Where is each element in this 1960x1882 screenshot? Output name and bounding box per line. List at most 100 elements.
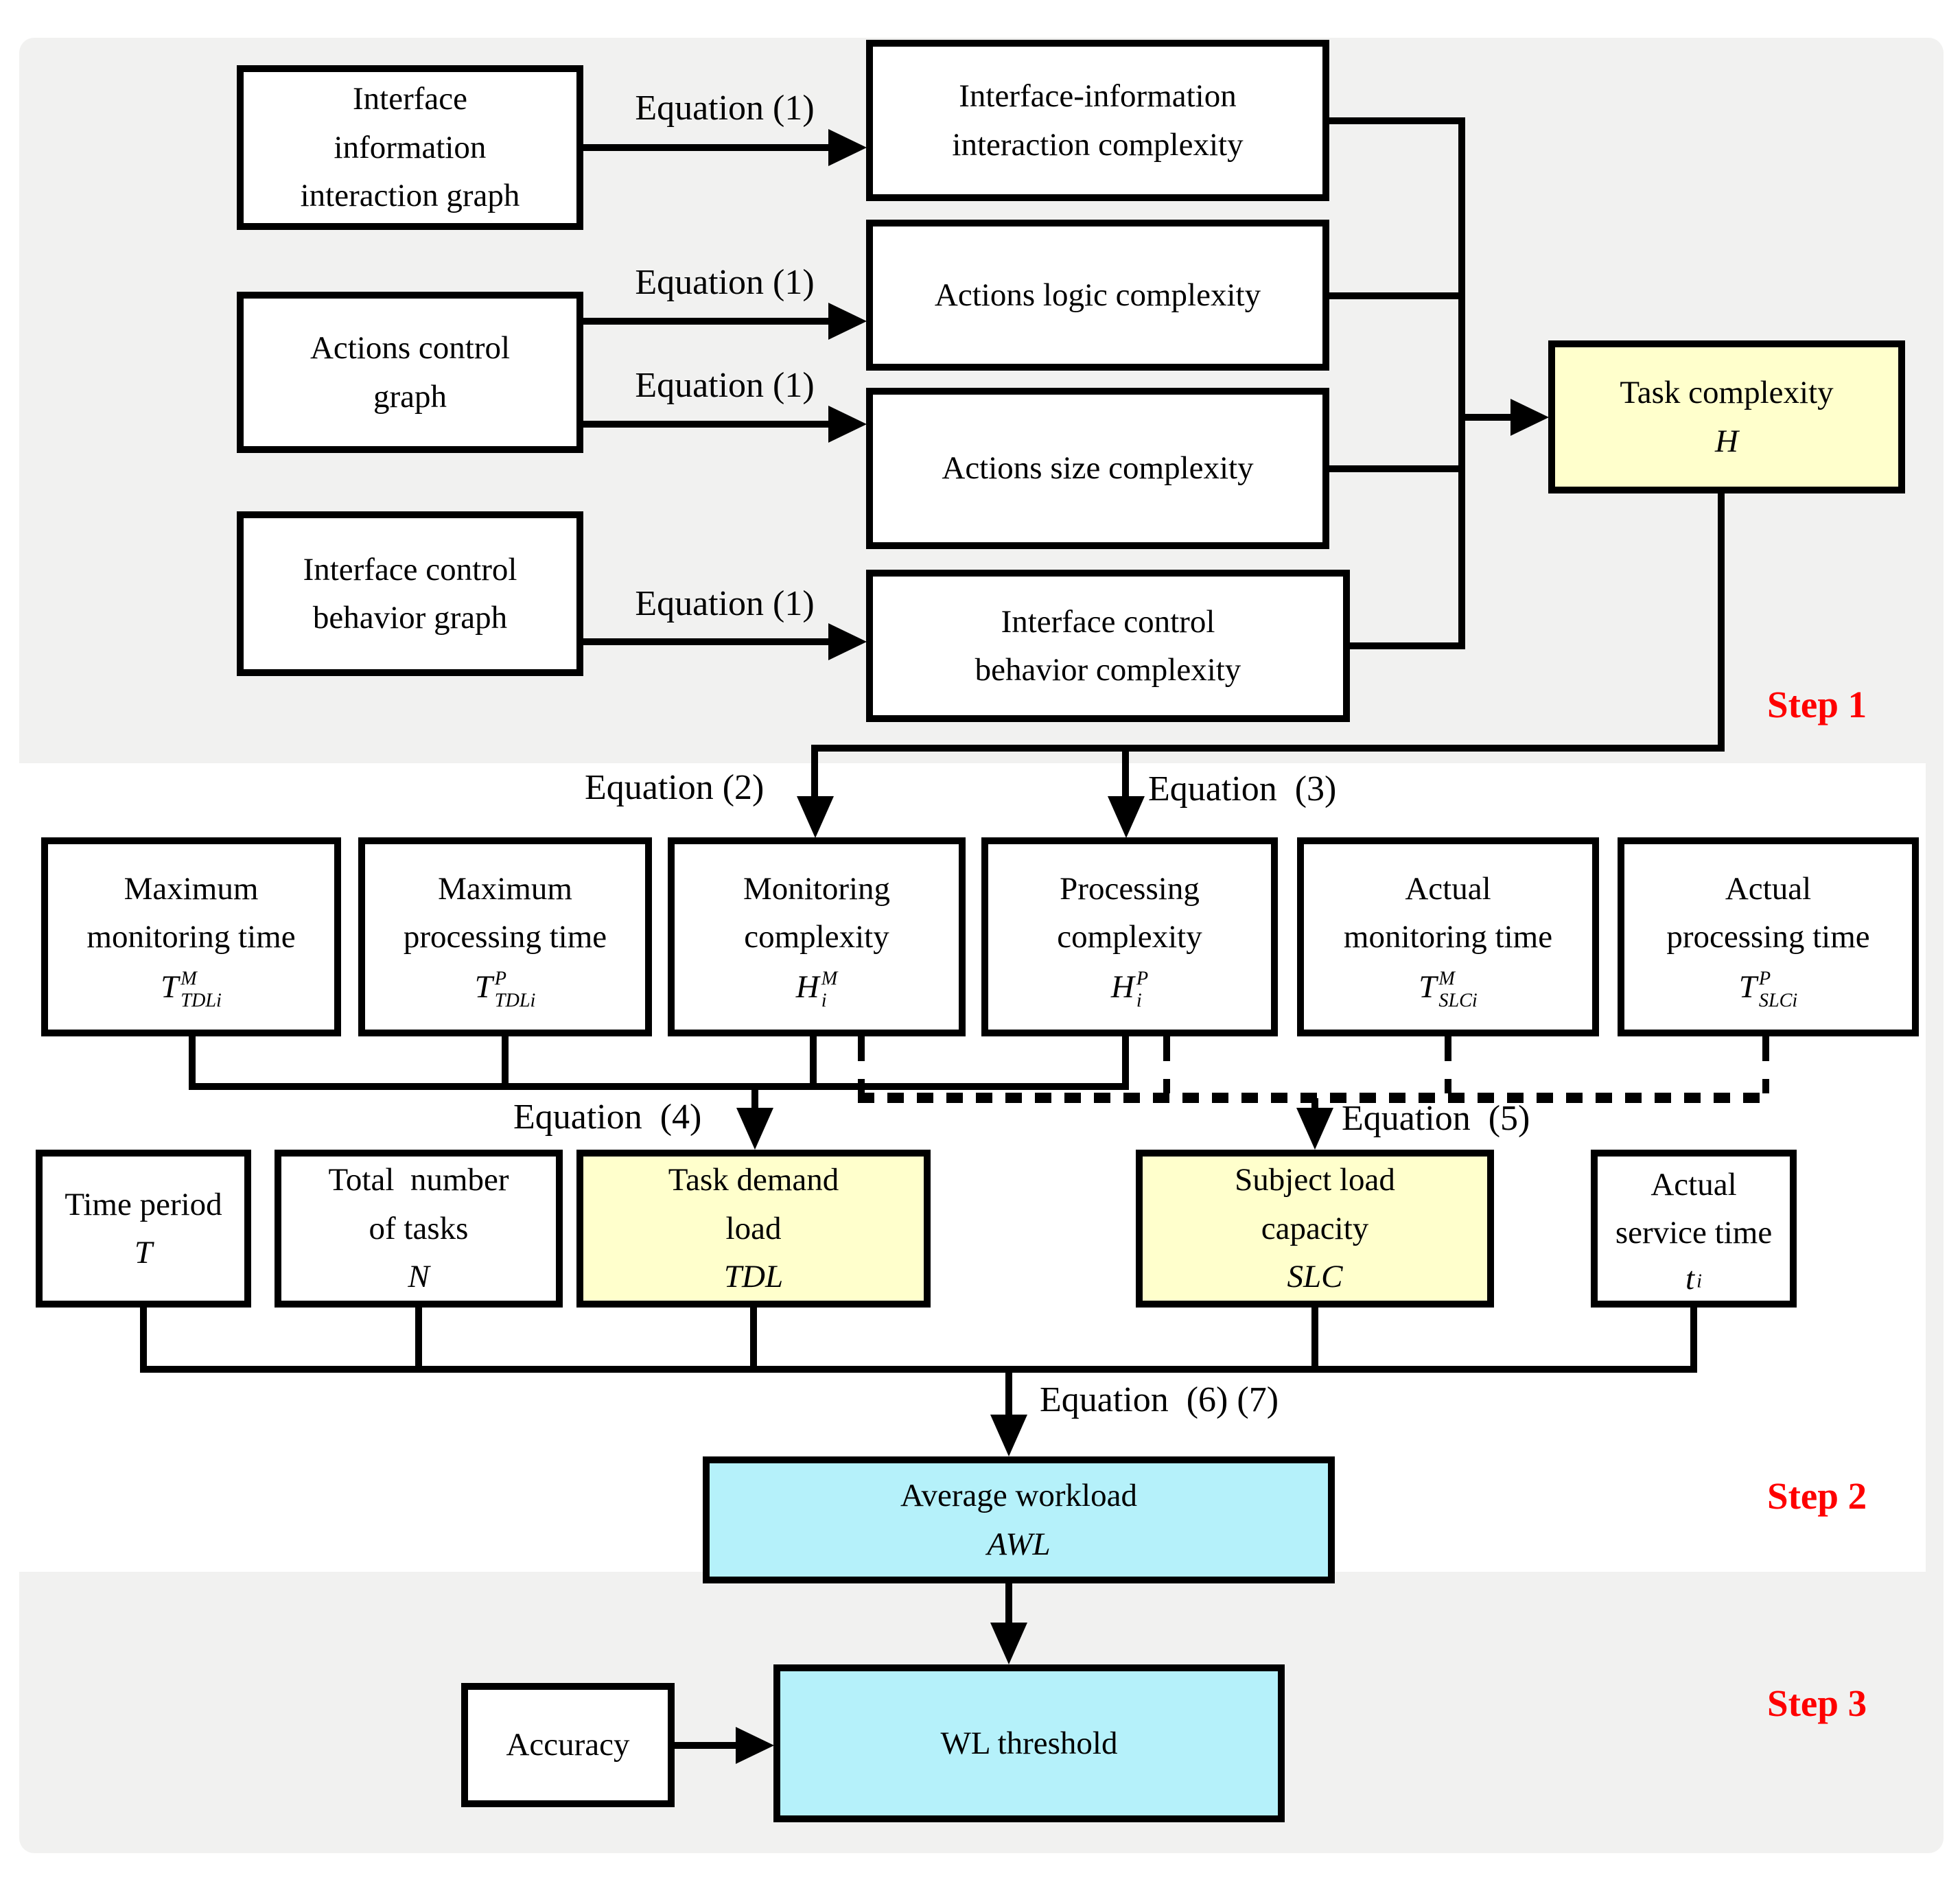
connector-d1-drop	[140, 1308, 147, 1373]
math-sup: P	[1758, 968, 1771, 990]
equation-6-7-label: Equation (6) (7)	[1040, 1380, 1279, 1419]
arrowhead-eq3	[1108, 796, 1145, 838]
wl-threshold-box: WL threshold	[773, 1664, 1285, 1822]
box-symbol: SLC	[1287, 1259, 1343, 1295]
accuracy-box: Accuracy	[461, 1683, 675, 1807]
actions-logic-complexity-box: Actions logic complexity	[866, 220, 1329, 371]
average-workload-box: Average workload AWL	[703, 1456, 1335, 1583]
task-complexity-box: Task complexity H	[1548, 340, 1905, 493]
connector-accuracy	[675, 1742, 740, 1749]
box-label: Processing complexity	[1057, 870, 1202, 955]
box-label: WL threshold	[940, 1725, 1118, 1761]
interface-control-behavior-complexity-box: Interface control behavior complexity	[866, 570, 1350, 722]
connector-eq1-a	[583, 144, 834, 151]
math-sub: SLCi	[1438, 989, 1478, 1011]
connector-c3-drop	[810, 1036, 817, 1090]
connector-eq3-shaft	[1122, 745, 1129, 806]
box-symbol: T	[134, 1235, 153, 1270]
math-sub: i	[1696, 1270, 1702, 1292]
arrowhead-eq1-c	[828, 406, 867, 443]
box-label: Subject load capacity	[1235, 1162, 1395, 1246]
box-label: Average workload	[900, 1478, 1137, 1513]
connector-bus-stub-3	[1329, 465, 1462, 472]
arrowhead-eq2	[797, 796, 834, 838]
math-sup: P	[494, 968, 507, 990]
math-base: H	[1110, 968, 1134, 1005]
box-label: Actions size complexity	[942, 450, 1254, 487]
connector-ti-drop	[1690, 1308, 1697, 1373]
connector-task-drop	[1718, 493, 1725, 752]
math-sup: M	[180, 968, 197, 990]
box-label: Actions control graph	[310, 330, 511, 415]
connector-d2-drop	[415, 1308, 422, 1373]
math-sub: SLCi	[1758, 989, 1798, 1011]
connector-c1-drop	[189, 1036, 196, 1090]
equation-1-label: Equation (1)	[635, 366, 815, 405]
connector-awl-to-threshold	[1005, 1583, 1012, 1628]
equation-1-label: Equation (1)	[635, 584, 815, 623]
equation-1-label: Equation (1)	[635, 263, 815, 302]
box-label: Interface information interaction graph	[300, 81, 520, 214]
total-number-of-tasks-box: Total number of tasks N	[275, 1150, 563, 1308]
connector-bus-stub-1	[1329, 117, 1462, 124]
step2-label: Step 2	[1767, 1475, 1867, 1517]
connector-bus-stub-2	[1329, 292, 1462, 299]
equation-3-label: Equation (3)	[1148, 769, 1337, 809]
arrowhead-eq5	[1296, 1108, 1333, 1150]
step1-label: Step 1	[1767, 684, 1867, 725]
box-symbol: N	[408, 1259, 430, 1295]
connector-tdl-collector	[189, 1083, 1129, 1090]
connector-bus-vertical	[1458, 117, 1465, 649]
connector-c4-drop	[1122, 1036, 1129, 1090]
connector-bus-stub-4	[1350, 642, 1462, 649]
task-demand-load-box: Task demand load TDL	[576, 1150, 931, 1308]
interface-control-behavior-graph-box: Interface control behavior graph	[237, 511, 583, 676]
interface-information-interaction-graph-box: Interface information interaction graph	[237, 65, 583, 230]
box-symbol: TDL	[723, 1259, 784, 1295]
connector-awl-collector	[140, 1366, 1697, 1373]
box-symbol: AWL	[987, 1526, 1051, 1562]
box-label: Interface control behavior graph	[303, 551, 517, 636]
arrowhead-accuracy	[736, 1727, 774, 1764]
box-label: Task demand load	[668, 1162, 839, 1246]
math-base: H	[795, 968, 819, 1005]
connector-eq1-d	[583, 638, 834, 645]
arrowhead-eq1-b	[828, 303, 867, 340]
box-label: Actions logic complexity	[934, 277, 1261, 313]
connector-c5-dashed-drop	[1445, 1036, 1451, 1093]
equation-1-label: Equation (1)	[635, 89, 815, 128]
arrowhead-task-complexity	[1510, 399, 1549, 436]
box-symbol: H	[1715, 423, 1738, 459]
box-label: Accuracy	[506, 1727, 630, 1763]
box-label: Maximum monitoring time	[86, 870, 296, 955]
connector-eq1-c	[583, 421, 834, 428]
math-sup: M	[1438, 968, 1455, 990]
step3-label: Step 3	[1767, 1682, 1867, 1724]
arrowhead-eq1-a	[828, 129, 867, 166]
box-label: Actual monitoring time	[1343, 870, 1553, 955]
subject-load-capacity-box: Subject load capacity SLC	[1136, 1150, 1494, 1308]
math-sub: TDLi	[180, 989, 222, 1011]
math-base: T	[474, 968, 493, 1005]
box-label: Actual service time	[1615, 1166, 1773, 1251]
math-base: T	[1419, 968, 1437, 1005]
time-period-box: Time period T	[36, 1150, 251, 1308]
arrowhead-eq1-d	[828, 623, 867, 660]
math-sub: TDLi	[494, 989, 536, 1011]
box-label: Total number of tasks	[328, 1162, 509, 1246]
math-base: T	[161, 968, 179, 1005]
connector-c2-drop	[502, 1036, 509, 1090]
connector-tdl-drop	[750, 1308, 757, 1373]
connector-eq4-shaft	[751, 1090, 758, 1117]
math-sub: i	[1136, 989, 1142, 1011]
